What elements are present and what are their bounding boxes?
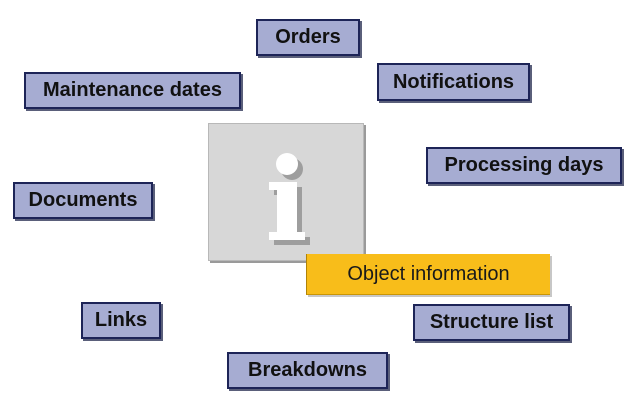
node-notifications: Notifications (377, 63, 530, 101)
node-processing-days-label: Processing days (444, 154, 604, 176)
node-maintenance-dates-label: Maintenance dates (43, 79, 222, 101)
node-structure-list: Structure list (413, 304, 570, 341)
node-breakdowns-label: Breakdowns (248, 359, 367, 381)
node-links: Links (81, 302, 161, 339)
info-tile (208, 123, 364, 261)
node-processing-days: Processing days (426, 147, 622, 184)
node-documents: Documents (13, 182, 153, 219)
object-information-label: Object information (306, 254, 550, 295)
object-information-text: Object information (347, 262, 510, 285)
node-orders-label: Orders (275, 26, 341, 48)
node-maintenance-dates: Maintenance dates (24, 72, 241, 109)
node-links-label: Links (94, 309, 148, 331)
node-breakdowns: Breakdowns (227, 352, 388, 389)
info-icon (269, 153, 310, 245)
node-orders: Orders (256, 19, 360, 56)
node-notifications-label: Notifications (392, 70, 515, 93)
node-documents-label: Documents (28, 189, 138, 211)
node-structure-list-label: Structure list (429, 311, 554, 333)
